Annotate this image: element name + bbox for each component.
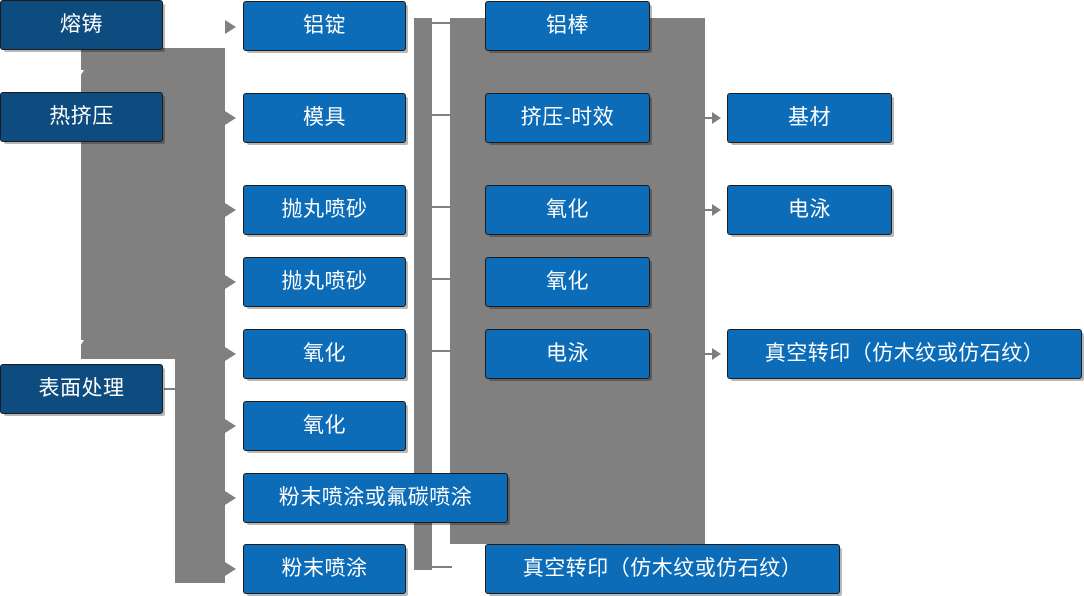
- node-stage-1[interactable]: 熔铸: [0, 0, 163, 50]
- node-label: 熔铸: [60, 13, 103, 37]
- node-label: 氧化: [546, 270, 589, 294]
- node-label: 模具: [303, 106, 346, 130]
- node-label: 铝锭: [303, 14, 346, 38]
- band-arrow-1: [225, 20, 236, 34]
- node-output-1[interactable]: 基材: [727, 93, 892, 143]
- connector-bar-mid: [414, 18, 432, 570]
- node-process-2[interactable]: 挤压-时效: [485, 93, 650, 143]
- connector-surface-treatment: [164, 388, 186, 390]
- node-output-3[interactable]: 真空转印（仿木纹或仿石纹）: [727, 329, 1082, 379]
- notch-mask-1: [62, 48, 81, 71]
- arrow-stem-vacuum-transfer: [705, 353, 715, 355]
- arrow-head-electrophoresis: [712, 204, 721, 216]
- notch-mask-2: [62, 318, 81, 341]
- node-input-6[interactable]: 氧化: [243, 401, 406, 451]
- node-label: 电泳: [546, 342, 589, 366]
- tick-6: [432, 566, 452, 568]
- node-label: 氧化: [303, 342, 346, 366]
- arrow-head-vacuum-transfer: [712, 348, 721, 360]
- node-input-1[interactable]: 铝锭: [243, 1, 406, 51]
- node-label: 电泳: [788, 198, 831, 222]
- node-input-2[interactable]: 模具: [243, 93, 406, 143]
- arrow-down-to-surface-treatment: [70, 340, 84, 351]
- node-label: 挤压-时效: [520, 106, 615, 130]
- arrow-down-to-hot-extrusion: [70, 70, 84, 81]
- tick-3: [432, 206, 452, 208]
- node-label: 基材: [788, 106, 831, 130]
- node-label: 表面处理: [38, 377, 125, 401]
- node-label: 氧化: [303, 414, 346, 438]
- node-input-8[interactable]: 粉末喷涂: [243, 544, 406, 594]
- arrow-head-substrate: [712, 112, 721, 124]
- node-label: 抛丸喷砂: [281, 198, 368, 222]
- node-process-1[interactable]: 铝棒: [485, 1, 650, 51]
- node-label: 真空转印（仿木纹或仿石纹）: [764, 342, 1045, 366]
- arrow-stem-substrate: [705, 117, 715, 119]
- node-stage-2[interactable]: 热挤压: [0, 92, 163, 142]
- node-input-5[interactable]: 氧化: [243, 329, 406, 379]
- node-label: 真空转印（仿木纹或仿石纹）: [522, 557, 803, 581]
- node-input-7[interactable]: 粉末喷涂或氟碳喷涂: [243, 473, 508, 523]
- tick-4: [432, 278, 452, 280]
- node-stage-3[interactable]: 表面处理: [0, 364, 163, 414]
- node-process-4[interactable]: 氧化: [485, 257, 650, 307]
- tick-5: [432, 350, 452, 352]
- node-process-5[interactable]: 电泳: [485, 329, 650, 379]
- node-input-3[interactable]: 抛丸喷砂: [243, 185, 406, 235]
- connector-band-stage-narrow: [175, 359, 225, 583]
- node-label: 粉末喷涂: [281, 557, 368, 581]
- tick-1: [432, 22, 452, 24]
- band-arrow-8: [225, 562, 236, 576]
- band-arrow-2: [225, 111, 236, 125]
- node-label: 粉末喷涂或氟碳喷涂: [278, 486, 473, 510]
- node-process-3[interactable]: 氧化: [485, 185, 650, 235]
- node-label: 铝棒: [546, 14, 589, 38]
- band-arrow-5: [225, 347, 236, 361]
- node-process-6[interactable]: 真空转印（仿木纹或仿石纹）: [485, 544, 840, 594]
- node-label: 热挤压: [49, 105, 114, 129]
- node-label: 氧化: [546, 198, 589, 222]
- band-arrow-7: [225, 491, 236, 505]
- band-arrow-4: [225, 275, 236, 289]
- band-arrow-3: [225, 203, 236, 217]
- band-arrow-6: [225, 419, 236, 433]
- arrow-stem-electrophoresis: [705, 209, 715, 211]
- node-output-2[interactable]: 电泳: [727, 185, 892, 235]
- tick-2: [432, 114, 452, 116]
- node-input-4[interactable]: 抛丸喷砂: [243, 257, 406, 307]
- node-label: 抛丸喷砂: [281, 270, 368, 294]
